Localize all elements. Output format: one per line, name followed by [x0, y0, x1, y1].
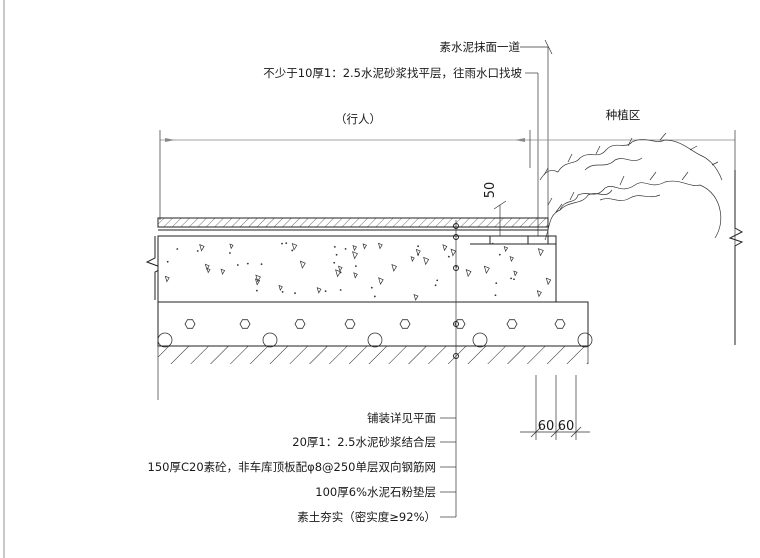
shrub-planting [539, 132, 723, 241]
top-note-1: 素水泥抹面一道 [440, 40, 521, 54]
top-note-2: 不少于10厚1：2.5水泥砂浆找平层，往雨水口找坡 [263, 66, 522, 80]
left-break-line [145, 236, 165, 300]
concrete-layer [157, 235, 557, 303]
paving-layer [157, 217, 549, 228]
layer-note-2: 20厚1：2.5水泥砂浆结合层 [292, 435, 436, 449]
layer-note-1: 铺装详见平面 [367, 411, 436, 425]
right-break-line [728, 170, 744, 345]
top-leaders [520, 39, 553, 240]
zone-pedestrian: （行人） [335, 112, 381, 126]
zone-planting: 种植区 [606, 108, 641, 122]
layer-note-3: 150厚C20素砼，非车库顶板配φ8@250单层双向钢筋网 [148, 460, 436, 474]
curb-height-label: 50 [483, 182, 498, 199]
bottom-leaders [440, 417, 456, 518]
curb-width-dimension [520, 375, 590, 440]
curb-width-label-1: 60 [538, 419, 555, 434]
curb-width-label-2: 60 [558, 419, 575, 434]
concrete-aggregate [164, 242, 552, 301]
compacted-soil [158, 346, 588, 364]
layer-note-5: 素土夯实（密实度≥92%） [297, 510, 436, 524]
layer-note-4: 100厚6%水泥石粉垫层 [315, 485, 436, 499]
cushion-layer [157, 301, 589, 347]
